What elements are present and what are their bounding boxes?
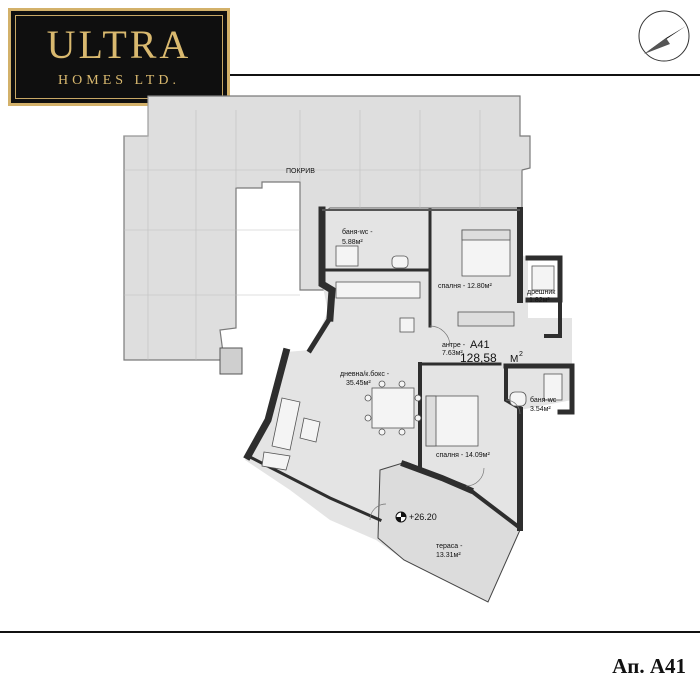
apartment-code: Ап. А41: [612, 654, 686, 678]
floor-plan: баня-wc - 5.88м² спалня - 12.80м² дрешни…: [123, 95, 575, 603]
bath2-area: 3.54м²: [530, 406, 551, 413]
bath2-name: баня-wc: [530, 396, 557, 404]
unit-area: 128,58: [460, 351, 497, 365]
hall-name: антре -: [442, 342, 466, 349]
header-rule: [230, 74, 700, 76]
elevation-marker: [395, 511, 407, 523]
brand-subtitle: HOMES LTD.: [58, 73, 180, 88]
logo-frame: [15, 15, 223, 99]
terrace-name: тераса -: [436, 543, 463, 550]
living-name: дневна/к.бокс -: [340, 370, 390, 378]
footer-rule: [0, 631, 700, 633]
living-area: 35.45м²: [346, 380, 371, 387]
walls: [243, 206, 575, 531]
roof-label: ПОКРИВ: [286, 168, 315, 175]
bedroom2-label: спалня - 14.09м²: [436, 452, 490, 459]
terrace-area: 13.31м²: [436, 552, 461, 559]
unit-area-sup: 2: [519, 351, 523, 358]
bath1-name: баня-wc -: [342, 228, 373, 236]
furniture: [261, 229, 563, 471]
hall-area: 7.63м²: [442, 350, 463, 357]
closet-area: 1.82м²: [529, 297, 550, 304]
brand-name: ULTRA: [46, 22, 192, 67]
roof-area: [123, 95, 531, 375]
closet-name: дрешник: [527, 289, 556, 296]
brand-logo: ULTRA HOMES LTD.: [8, 8, 230, 106]
elevation-label: +26.20: [409, 512, 437, 522]
bedroom1-label: спалня - 12.80м²: [438, 283, 492, 290]
door-swings: [369, 325, 521, 521]
bath1-area: 5.88м²: [342, 239, 363, 246]
compass-icon: [638, 10, 690, 62]
unit-area-unit: M: [510, 354, 518, 365]
unit-id: А41: [470, 339, 490, 351]
